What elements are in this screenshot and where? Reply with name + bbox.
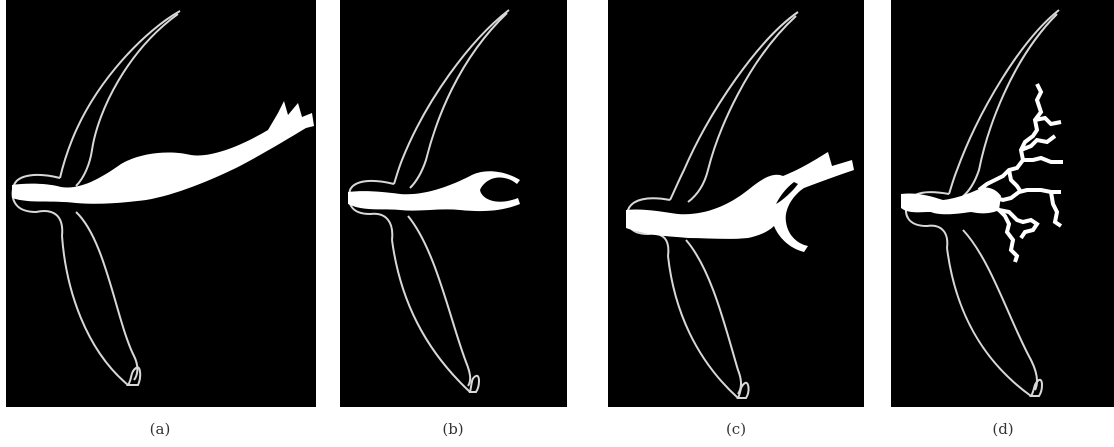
panel-a-image [6, 0, 316, 407]
panel-c-image [608, 0, 864, 407]
panel-b-image [340, 0, 567, 407]
panel-b [340, 0, 567, 407]
caption-c: (c) [706, 420, 766, 438]
panel-d [891, 0, 1114, 407]
caption-b: (b) [423, 420, 483, 438]
caption-d: (d) [973, 420, 1033, 438]
panel-a [6, 0, 316, 407]
panel-c [608, 0, 864, 407]
caption-a: (a) [130, 420, 190, 438]
panel-d-image [891, 0, 1114, 407]
